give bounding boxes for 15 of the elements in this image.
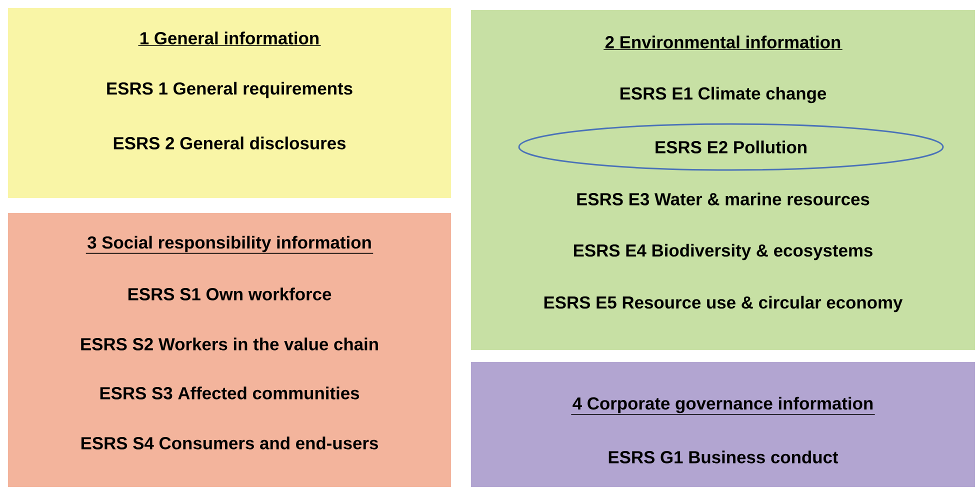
heading: 1 General information xyxy=(138,32,322,46)
standard-label: ESRS E3 Water & marine resources xyxy=(577,192,870,206)
standard-label: ESRS S1 Own workforce xyxy=(128,288,332,300)
heading: 4 Corporate governance information xyxy=(570,396,876,415)
standard-label: ESRS 2 General disclosures xyxy=(114,136,346,150)
standard-label: ESRS G1 Business conduct xyxy=(608,450,838,464)
standard-label: ESRS S4 Consumers and end-users xyxy=(81,436,378,450)
standard-label: ESRS S3 Affected communities xyxy=(100,386,360,400)
heading: 2 Environmental information xyxy=(603,36,843,50)
standard-label: ESRS 1 General requirements xyxy=(107,82,352,98)
standard-label: ESRS E5 Resource use & circular economy xyxy=(544,296,903,312)
heading: 3 Social responsibility information xyxy=(86,236,374,254)
standard-label: ESRS S2 Workers in the value chain xyxy=(81,338,378,350)
standard-label: ESRS E1 Climate change xyxy=(620,86,826,104)
standard-label: ESRS E4 Biodiversity & ecosystems xyxy=(574,244,872,260)
